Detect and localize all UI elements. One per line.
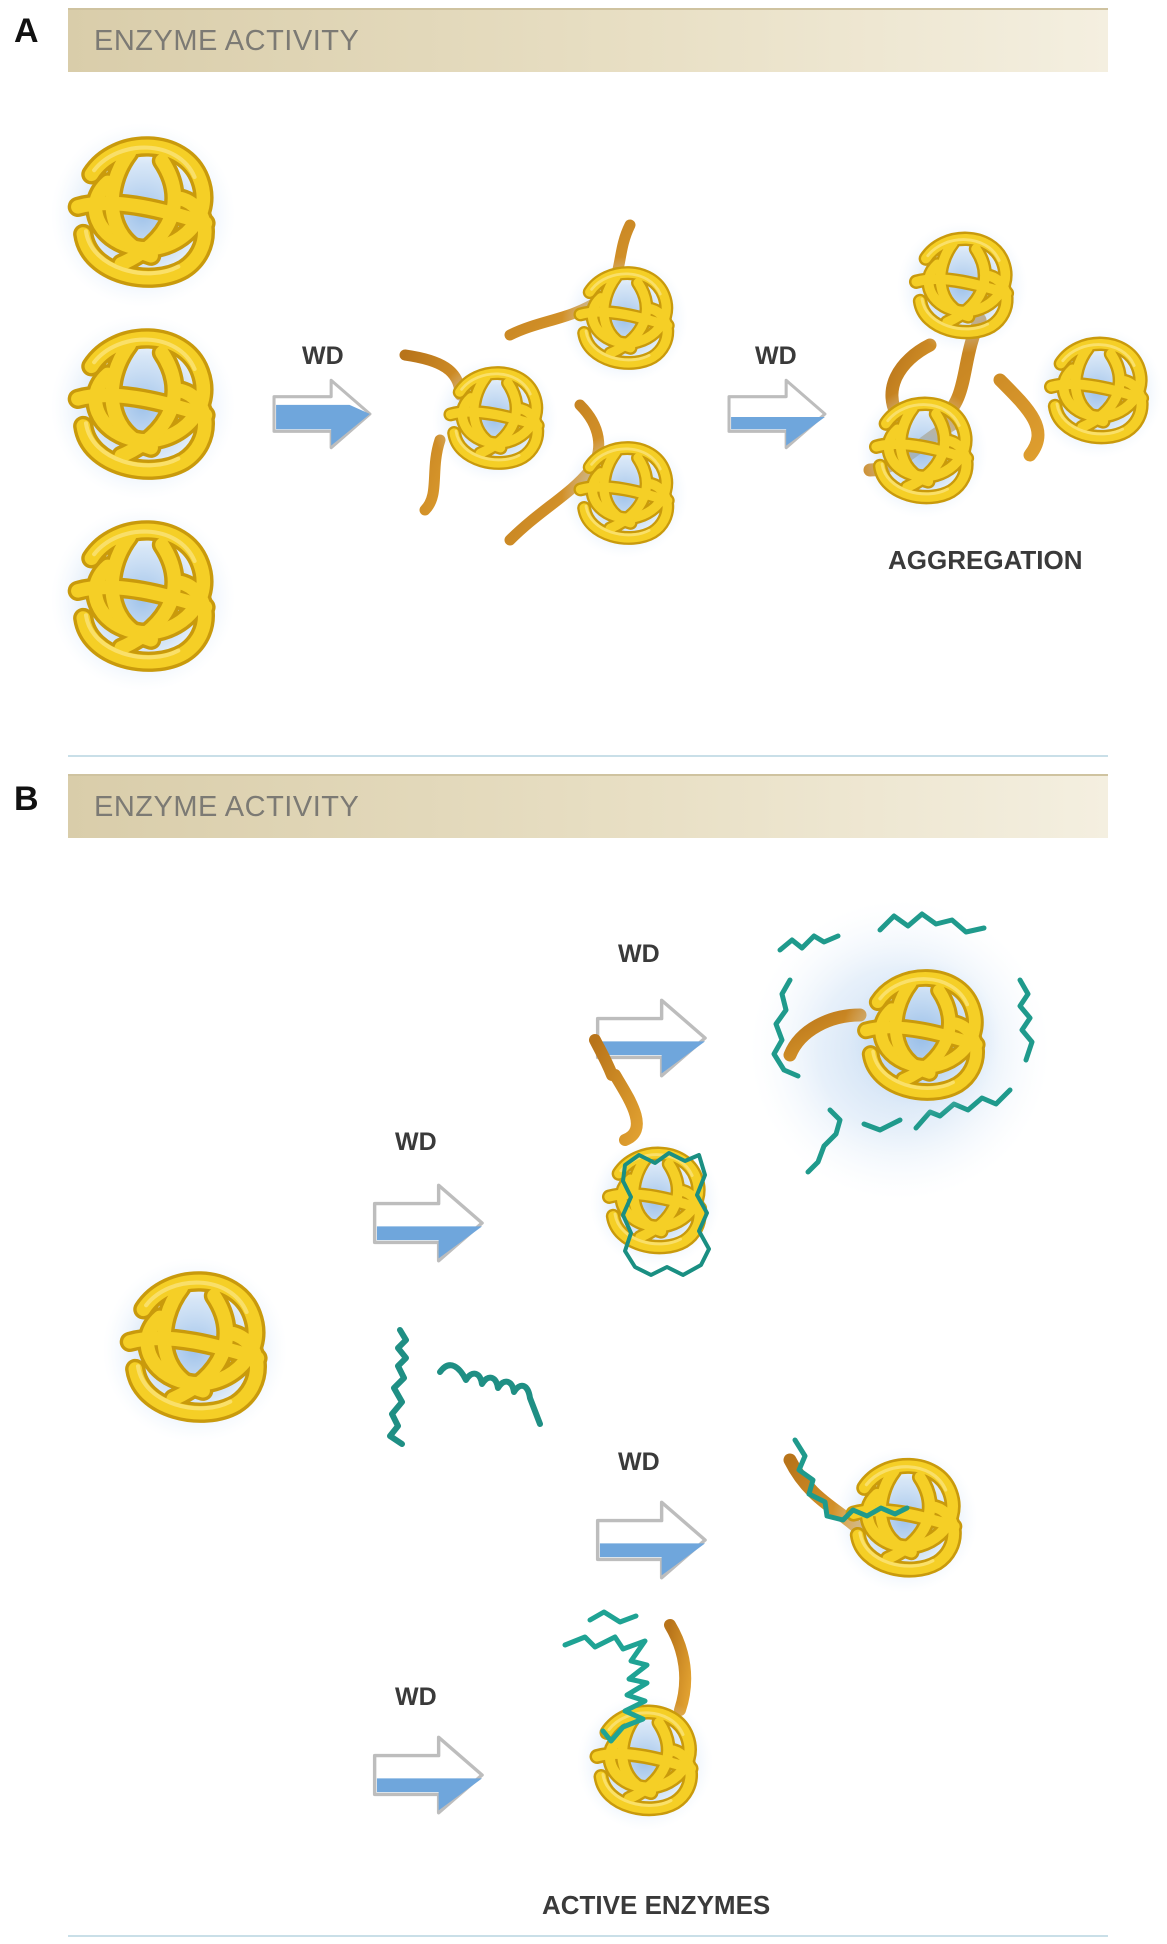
active-enzymes-label: ACTIVE ENZYMES [542, 1890, 771, 1920]
unfolded-enzyme-1 [399, 349, 558, 516]
aggregation-label: AGGREGATION [888, 545, 1083, 575]
wd-label-b4: WD [395, 1683, 437, 1711]
wd-label-a1: WD [302, 342, 344, 370]
wd-arrow-b3 [595, 1500, 707, 1580]
panel-a-illustration [0, 0, 1167, 760]
panel-a-letter: A [14, 12, 39, 50]
native-enzyme-b [103, 1258, 288, 1443]
panel-a-banner: ENZYME ACTIVITY [68, 8, 1108, 72]
wd-label-b3: WD [618, 1448, 660, 1476]
wd-label-b2: WD [395, 1128, 437, 1156]
panel-b-banner-title: ENZYME ACTIVITY [94, 791, 360, 823]
enzyme-wrapped-peptide [590, 1034, 721, 1277]
unfolded-enzyme-3 [504, 399, 688, 558]
free-peptide-1 [387, 1327, 409, 1447]
wd-arrow-b2 [372, 1183, 484, 1263]
panel-b-banner: ENZYME ACTIVITY [68, 774, 1108, 838]
aggregate-cluster [857, 222, 1163, 518]
wd-label-a2: WD [755, 342, 797, 370]
panel-a-divider [68, 755, 1108, 757]
panel-b-letter: B [14, 780, 39, 818]
panel-a-banner-title: ENZYME ACTIVITY [94, 25, 360, 57]
enzyme-bound-peptide-2 [562, 1609, 713, 1831]
wd-label-b1: WD [618, 940, 660, 968]
wd-arrow-b4 [372, 1735, 484, 1815]
panel-b-divider [68, 1935, 1108, 1937]
enzyme-bound-peptide-1 [783, 1437, 978, 1593]
free-peptide-2 [437, 1362, 543, 1427]
unfolded-enzyme-2 [504, 219, 688, 383]
enzyme-peptide-shell [750, 900, 1050, 1200]
